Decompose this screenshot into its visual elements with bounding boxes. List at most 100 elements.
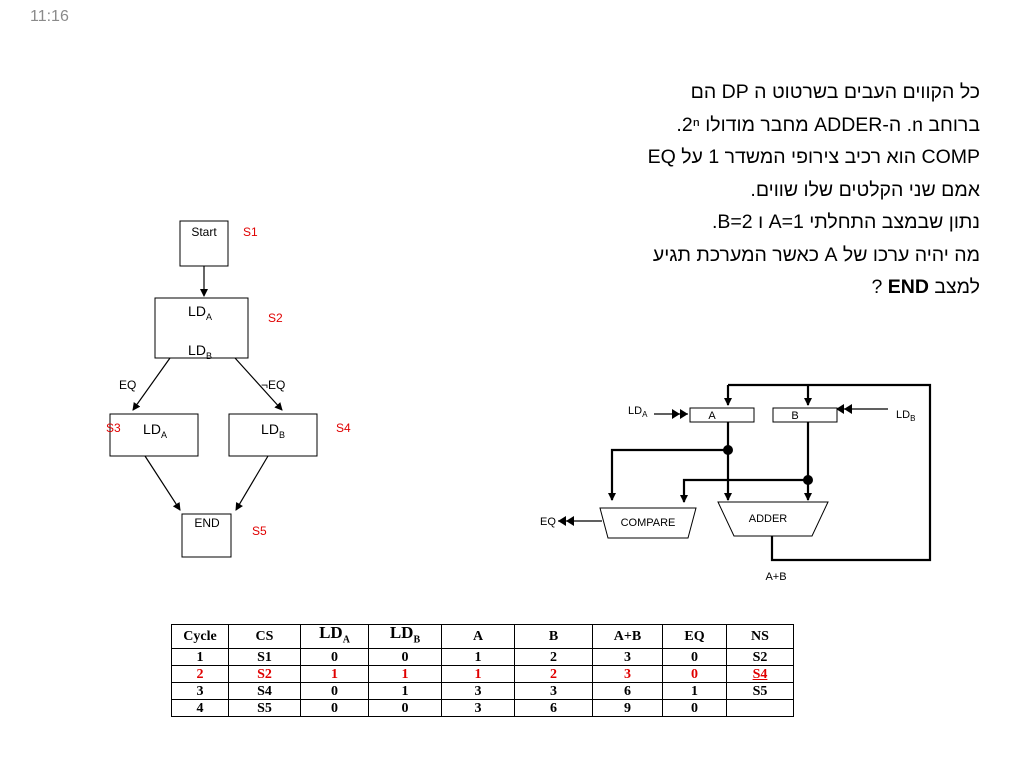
cell-ns: S2 bbox=[726, 648, 794, 666]
cell-a: 1 bbox=[441, 648, 515, 666]
cell-aplusb: 9 bbox=[592, 699, 663, 717]
transition-not-eq-label: ¬EQ bbox=[261, 378, 285, 392]
cell-ldb: 0 bbox=[368, 699, 442, 717]
question-line-7: למצב END ? bbox=[520, 271, 980, 304]
header-cs: CS bbox=[228, 624, 301, 649]
state-start-box bbox=[179, 220, 229, 267]
state-s3-label: S3 bbox=[106, 421, 121, 435]
cell-aplusb: 3 bbox=[592, 665, 663, 683]
question-line-4: אמם שני הקלטים שלו שווים. bbox=[750, 178, 980, 201]
sum-label: A+B bbox=[765, 571, 786, 583]
question-line-3: COMP הוא רכיב צירופי המשדר 1 על EQ bbox=[647, 146, 980, 168]
header-aplusb: A+B bbox=[592, 624, 663, 649]
cell-a: 1 bbox=[441, 665, 515, 683]
b-to-compare bbox=[680, 478, 808, 503]
state-end-label: END bbox=[194, 516, 220, 530]
cell-cs: S5 bbox=[228, 699, 301, 717]
arrow-s3-to-end bbox=[144, 455, 181, 511]
state-s5-label: S5 bbox=[252, 524, 267, 538]
header-ldb: LDB bbox=[368, 624, 442, 649]
datapath-diagram: LDA A LDB B COMPARE EQ ADDER A+B bbox=[540, 383, 932, 583]
cell-b: 2 bbox=[514, 648, 593, 666]
transition-eq-label: EQ bbox=[119, 378, 136, 392]
register-a bbox=[689, 407, 755, 423]
cell-cycle: 3 bbox=[171, 682, 229, 700]
table-header-row: Cycle CS LDA LDB A B A+B EQ NS bbox=[171, 624, 794, 649]
cell-eq: 0 bbox=[662, 699, 727, 717]
lda-double-arrow-icon bbox=[672, 409, 688, 419]
ldb-double-arrow-icon bbox=[836, 404, 852, 414]
state-s3-lda: LDA bbox=[143, 421, 167, 440]
cell-ldb: 1 bbox=[368, 682, 442, 700]
datapath-ldb-label: LDB bbox=[896, 409, 915, 423]
cell-lda: 1 bbox=[300, 665, 369, 683]
state-start-label: Start bbox=[191, 225, 217, 239]
question-line-7-suffix: ? bbox=[871, 276, 888, 298]
question-line-2: ברוחב n. ה-ADDER מחבר מודולו 2ⁿ. bbox=[676, 113, 980, 136]
cell-cs: S1 bbox=[228, 648, 301, 666]
arrow-s2-to-s3 bbox=[132, 357, 171, 411]
cell-eq: 0 bbox=[662, 648, 727, 666]
cell-cycle: 2 bbox=[171, 665, 229, 683]
cell-lda: 0 bbox=[300, 648, 369, 666]
header-cycle: Cycle bbox=[171, 624, 229, 649]
table-row: 1 S1 0 0 1 2 3 0 S2 bbox=[171, 648, 794, 666]
state-s4-box bbox=[228, 413, 318, 457]
header-b: B bbox=[514, 624, 593, 649]
cell-cycle: 1 bbox=[171, 648, 229, 666]
slide-number: 11:16 bbox=[30, 8, 69, 25]
compare-block bbox=[599, 507, 697, 539]
cell-aplusb: 6 bbox=[592, 682, 663, 700]
cell-ns bbox=[726, 699, 794, 717]
feedback-bus bbox=[728, 383, 932, 562]
cell-ns: S4 bbox=[726, 665, 794, 683]
datapath-lda-label: LDA bbox=[628, 405, 648, 419]
compare-label: COMPARE bbox=[621, 517, 676, 529]
register-a-label: A bbox=[708, 410, 716, 422]
question-line-1: כל הקווים העבים בשרטוט ה DP הם bbox=[690, 81, 980, 103]
state-end-box bbox=[181, 513, 232, 558]
cell-ldb: 0 bbox=[368, 648, 442, 666]
cell-a: 3 bbox=[441, 699, 515, 717]
question-line-7-prefix: למצב bbox=[928, 276, 980, 298]
state-s2-box bbox=[154, 297, 249, 359]
cell-b: 6 bbox=[514, 699, 593, 717]
state-s1-label: S1 bbox=[243, 225, 258, 239]
question-line-5: נתון שבמצב התחלתי A=1 ו B=2. bbox=[711, 211, 980, 233]
register-b bbox=[772, 407, 838, 423]
cell-ns: S5 bbox=[726, 682, 794, 700]
cell-b: 3 bbox=[514, 682, 593, 700]
cell-lda: 0 bbox=[300, 699, 369, 717]
cell-b: 2 bbox=[514, 665, 593, 683]
table-row: 3 S4 0 1 3 3 6 1 S5 bbox=[171, 682, 794, 700]
state-s3-box bbox=[109, 413, 199, 457]
eq-output-label: EQ bbox=[540, 516, 556, 528]
state-s2-label: S2 bbox=[268, 311, 283, 325]
question-line-6: מה יהיה ערכו של A כאשר המערכת תגיע bbox=[652, 243, 980, 266]
cell-cs: S2 bbox=[228, 665, 301, 683]
header-lda: LDA bbox=[300, 624, 369, 649]
cell-eq: 0 bbox=[662, 665, 727, 683]
state-s2-lda: LDA bbox=[188, 303, 212, 322]
execution-table: Cycle CS LDA LDB A B A+B EQ NS 1 S1 0 0 … bbox=[171, 624, 794, 717]
table-row: 4 S5 0 0 3 6 9 0 bbox=[171, 699, 794, 717]
state-s4-ldb: LDB bbox=[261, 421, 285, 440]
register-b-label: B bbox=[791, 410, 798, 422]
question-end-keyword: END bbox=[887, 276, 929, 298]
header-eq: EQ bbox=[662, 624, 727, 649]
state-machine-diagram: Start S1 LDA LDB S2 EQ ¬EQ S3 LDA LDB S4… bbox=[106, 220, 351, 558]
question-text: כל הקווים העבים בשרטוט ה DP הם ברוחב n. … bbox=[520, 76, 980, 304]
cell-cs: S4 bbox=[228, 682, 301, 700]
arrow-s4-to-end bbox=[235, 455, 269, 511]
header-ns: NS bbox=[726, 624, 794, 649]
cell-cycle: 4 bbox=[171, 699, 229, 717]
cell-a: 3 bbox=[441, 682, 515, 700]
table-row-highlighted: 2 S2 1 1 1 2 3 0 S4 bbox=[171, 665, 794, 683]
cell-aplusb: 3 bbox=[592, 648, 663, 666]
eq-double-arrow-icon bbox=[558, 516, 574, 526]
adder-label: ADDER bbox=[749, 513, 788, 525]
state-s4-label: S4 bbox=[336, 421, 351, 435]
cell-eq: 1 bbox=[662, 682, 727, 700]
adder-block bbox=[717, 501, 829, 537]
arrow-s2-to-s4 bbox=[234, 357, 283, 411]
